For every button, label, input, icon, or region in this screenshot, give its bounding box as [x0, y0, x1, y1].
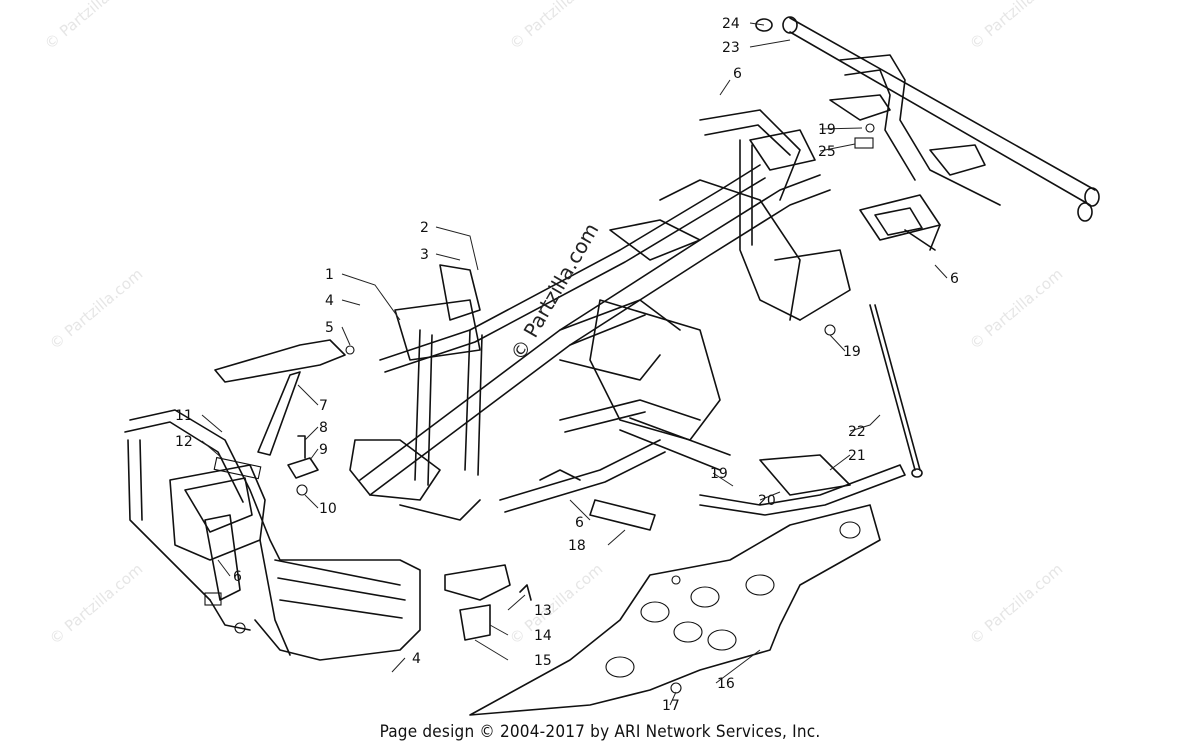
watermark-layer: © Partzilla.com © Partzilla.com © Partzi… — [41, 0, 1066, 648]
callout-18: 18 — [568, 538, 586, 554]
callout-11: 11 — [175, 408, 193, 424]
callout-19: 19 — [843, 344, 861, 360]
callout-6: 6 — [233, 569, 242, 585]
callout-6: 6 — [575, 515, 584, 531]
callout-14: 14 — [534, 628, 552, 644]
watermark: © Partzilla.com — [966, 0, 1066, 53]
callout-2: 2 — [420, 220, 429, 236]
callout-6: 6 — [950, 271, 959, 287]
callout-1: 1 — [325, 267, 334, 283]
callout-15: 15 — [534, 653, 552, 669]
callout-16: 16 — [717, 676, 735, 692]
watermark: © Partzilla.com — [966, 560, 1066, 648]
skid-plate — [469, 504, 881, 716]
callout-8: 8 — [319, 420, 328, 436]
callout-3: 3 — [420, 247, 429, 263]
leader-lines — [201, 22, 948, 706]
callout-12: 12 — [175, 434, 193, 450]
callout-19: 19 — [710, 466, 728, 482]
rear-rack — [755, 16, 1100, 251]
front-bumper — [124, 409, 421, 661]
callout-4: 4 — [412, 651, 421, 667]
callout-19: 19 — [818, 122, 836, 138]
callout-labels: 1 2 3 4 4 5 6 6 6 6 7 8 9 10 11 12 13 14… — [175, 16, 959, 714]
watermark: © Partzilla.com — [46, 265, 146, 353]
bracket-parts — [214, 339, 355, 496]
callout-22: 22 — [848, 424, 866, 440]
watermark: © Partzilla.com — [506, 0, 606, 53]
watermark: © Partzilla.com — [506, 560, 606, 648]
callout-23: 23 — [722, 40, 740, 56]
brace-parts — [444, 123, 923, 641]
callout-24: 24 — [722, 16, 740, 32]
callout-20: 20 — [758, 493, 776, 509]
diagonal-watermark: © Partzilla.com — [506, 219, 604, 365]
main-frame — [349, 109, 851, 521]
callout-4: 4 — [325, 293, 334, 309]
page-footer: Page design © 2004-2017 by ARI Network S… — [379, 722, 821, 742]
callout-17: 17 — [662, 698, 680, 714]
watermark: © Partzilla.com — [966, 265, 1066, 353]
callout-6: 6 — [733, 66, 742, 82]
watermark: © Partzilla.com — [46, 560, 146, 648]
watermark: © Partzilla.com — [41, 0, 141, 53]
callout-13: 13 — [534, 603, 552, 619]
callout-5: 5 — [325, 320, 334, 336]
callout-25: 25 — [818, 144, 836, 160]
callout-9: 9 — [319, 442, 328, 458]
callout-21: 21 — [848, 448, 866, 464]
callout-7: 7 — [319, 398, 328, 414]
callout-10: 10 — [319, 501, 337, 517]
